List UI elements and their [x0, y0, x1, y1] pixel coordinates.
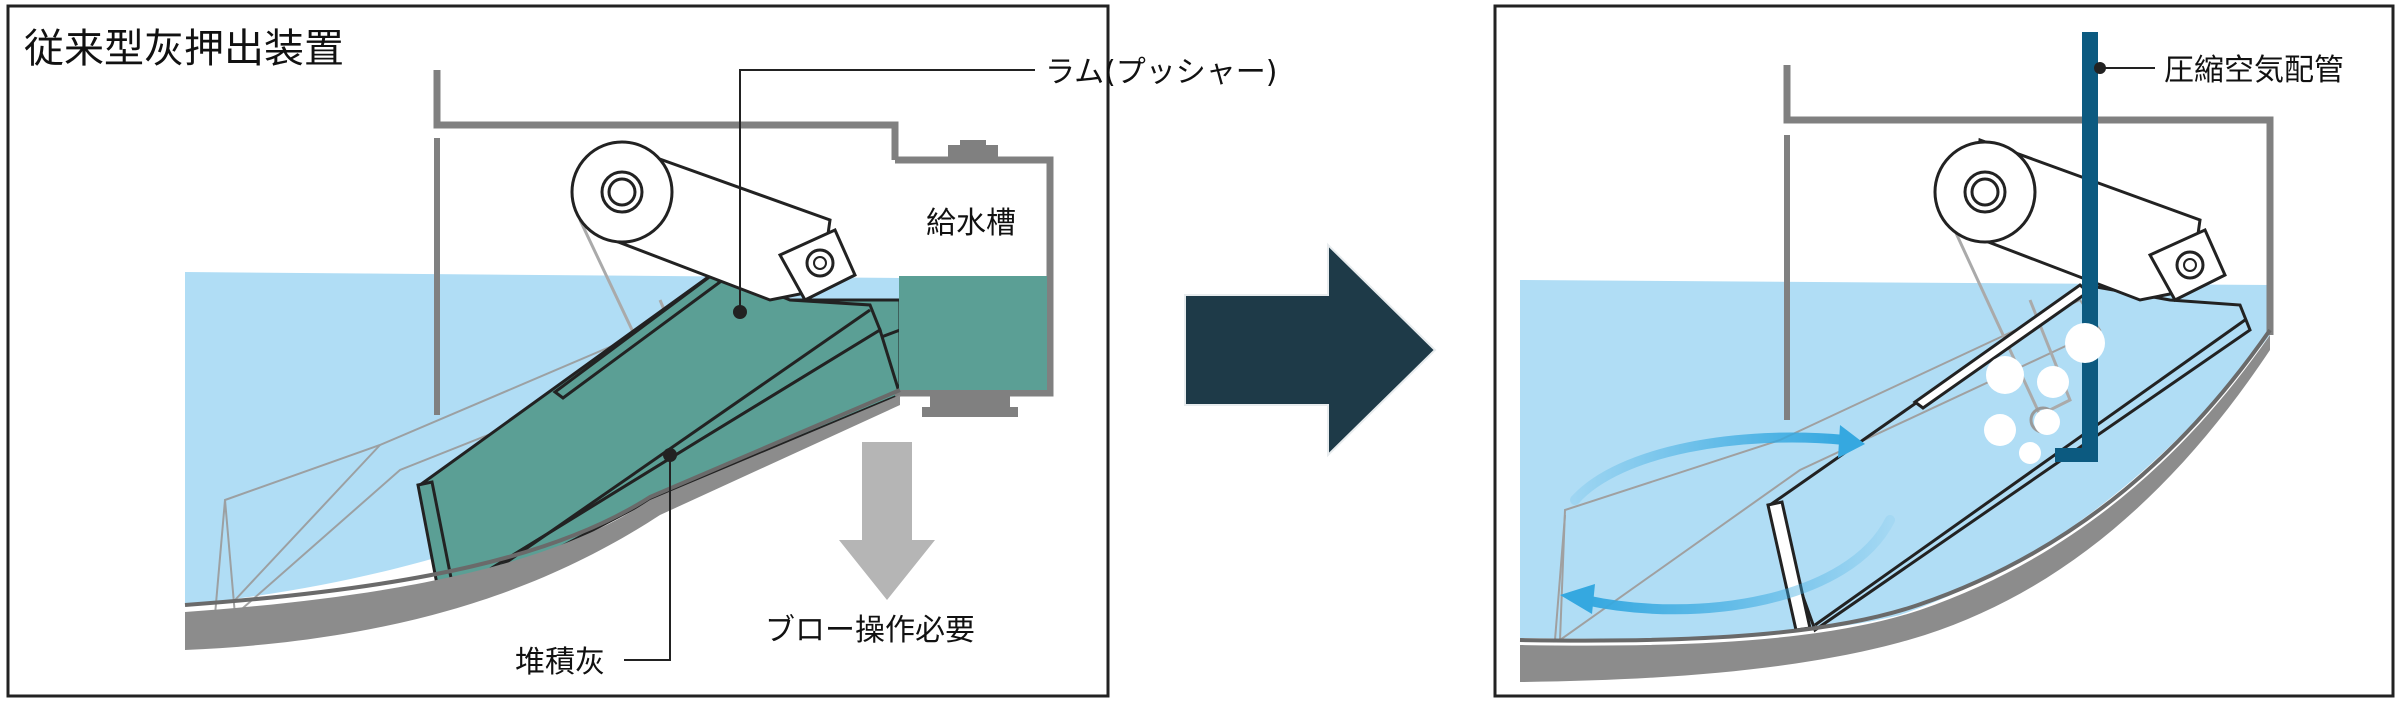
ash-leader-line — [624, 455, 671, 661]
right-pivot-inner — [2183, 258, 2197, 272]
air-bubble — [1986, 356, 2024, 394]
ash-leader-dot — [663, 448, 677, 462]
right-panel: 圧縮空気配管 — [1493, 4, 2395, 698]
ram-leader-dot — [733, 305, 747, 319]
down-arrow-icon — [839, 442, 935, 600]
right-support-arm — [1948, 219, 2072, 418]
right-drive-wheel-hub — [1970, 177, 2000, 207]
air-bubble — [2034, 409, 2060, 435]
pipe-label: 圧縮空気配管 — [2164, 53, 2344, 88]
air-bubble — [2019, 442, 2041, 464]
tank-label: 給水槽 — [926, 206, 1016, 241]
circular-flow-arrowhead-top — [1838, 425, 1865, 458]
air-pipe-foot — [2055, 448, 2098, 462]
left-tank-foot — [922, 407, 1018, 417]
left-ram-diagonal — [454, 308, 871, 600]
right-hood-frame — [1783, 65, 2274, 335]
circular-flow-arrowhead-bottom — [1560, 584, 1595, 614]
blow-label: ブロー操作必要 — [765, 613, 975, 648]
left-floor — [185, 395, 900, 650]
left-panel: 従来型灰押出装置 ラム(プッシャー) 給水槽 堆積灰 ブロー操作必要 — [6, 4, 1278, 698]
ash-label: 堆積灰 — [515, 645, 605, 680]
left-floor-line — [184, 388, 901, 607]
right-floor — [1520, 335, 2270, 682]
right-arrow-icon — [1184, 242, 1437, 458]
air-bubble — [2037, 366, 2069, 398]
pipe-leader-dot — [2094, 62, 2106, 74]
air-bubble — [1984, 414, 2016, 446]
ram-label: ラム(プッシャー) — [1045, 55, 1278, 90]
air-pipe-vertical — [2082, 32, 2098, 460]
left-tank-base — [930, 393, 1010, 407]
left-drive-wheel-hub — [607, 177, 637, 207]
left-tank-water — [899, 276, 1047, 390]
right-floor-line — [1519, 328, 2272, 643]
left-hood-frame — [433, 70, 899, 160]
right-ram-diagonal — [1814, 318, 2246, 627]
circular-flow-bottom — [1580, 515, 1895, 615]
left-tank-cap-top — [960, 140, 986, 148]
ram-leader-line — [739, 69, 1035, 310]
air-bubble — [2065, 323, 2105, 363]
circular-flow-icon — [1570, 432, 1850, 505]
left-pivot-inner — [813, 256, 827, 270]
left-panel-title: 従来型灰押出装置 — [24, 26, 344, 72]
